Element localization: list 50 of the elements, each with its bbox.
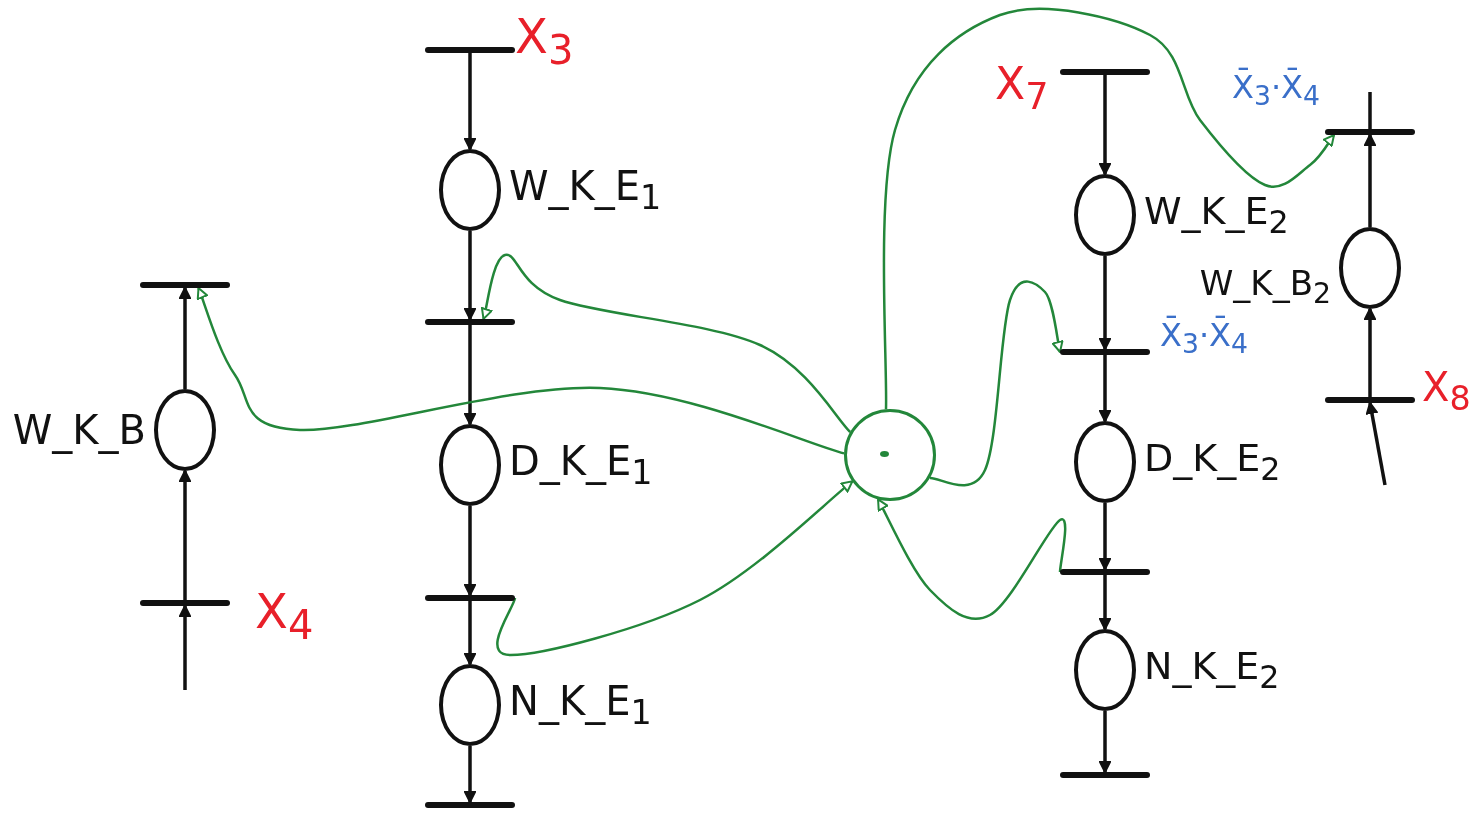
arc-arrow [196, 287, 845, 455]
arc-arrow [929, 280, 1064, 487]
transition-label: X$_{8}$ [1422, 365, 1471, 418]
arc-line [1099, 355, 1111, 422]
transition-bar [140, 282, 230, 288]
arc-line [179, 605, 191, 690]
arc-line [1099, 75, 1111, 175]
arc-line [1099, 256, 1111, 350]
place-label: W_K_B$_{2}$ [1199, 265, 1331, 309]
arc-arrow [496, 480, 854, 657]
arc-line [179, 470, 191, 600]
arc-line [1099, 503, 1111, 570]
arc-line [464, 325, 476, 425]
arc-line [1368, 92, 1372, 129]
arc-line [179, 287, 191, 389]
transition-bar [1060, 349, 1150, 355]
place-label: W_K_B [12, 408, 146, 452]
place-label: D_K_E$_{1}$ [509, 438, 653, 492]
transition-bar [1060, 69, 1150, 75]
arc-arrow [882, 7, 1336, 410]
place-label: D_K_E$_{2}$ [1144, 437, 1281, 487]
transition-bar [1325, 129, 1415, 135]
transition-bar [1325, 397, 1415, 403]
transition-label: X$_{4}$ [255, 585, 314, 647]
place-label: W_K_E$_{1}$ [509, 163, 662, 217]
place-label: N_K_E$_{2}$ [1144, 645, 1280, 695]
arc-line [1364, 134, 1376, 227]
transition-bar [1060, 772, 1150, 778]
transition-bar [425, 47, 515, 53]
arc-line [464, 506, 476, 596]
transition-bar [425, 802, 515, 808]
transition-bar [425, 595, 515, 601]
arc-line [1099, 711, 1111, 773]
arc-line [464, 746, 476, 803]
arc-arrow [480, 253, 852, 433]
arc-line [1365, 402, 1387, 486]
arc-line [464, 601, 476, 665]
transition-bar [1060, 569, 1150, 575]
transition-bar [140, 600, 230, 606]
place-label: W_K_E$_{2}$ [1144, 190, 1289, 240]
arc-arrow [877, 498, 1067, 620]
arc-line [1099, 575, 1111, 630]
arc-line [1364, 308, 1376, 397]
transition-bar [425, 319, 515, 325]
arc-line [464, 53, 476, 150]
place-circle [844, 409, 936, 501]
place-label: N_K_E$_{1}$ [509, 678, 652, 732]
transition-label: X$_{7}$ [995, 60, 1049, 118]
arc-line [464, 231, 476, 320]
transition-label: X$_{3}$ [515, 10, 574, 72]
